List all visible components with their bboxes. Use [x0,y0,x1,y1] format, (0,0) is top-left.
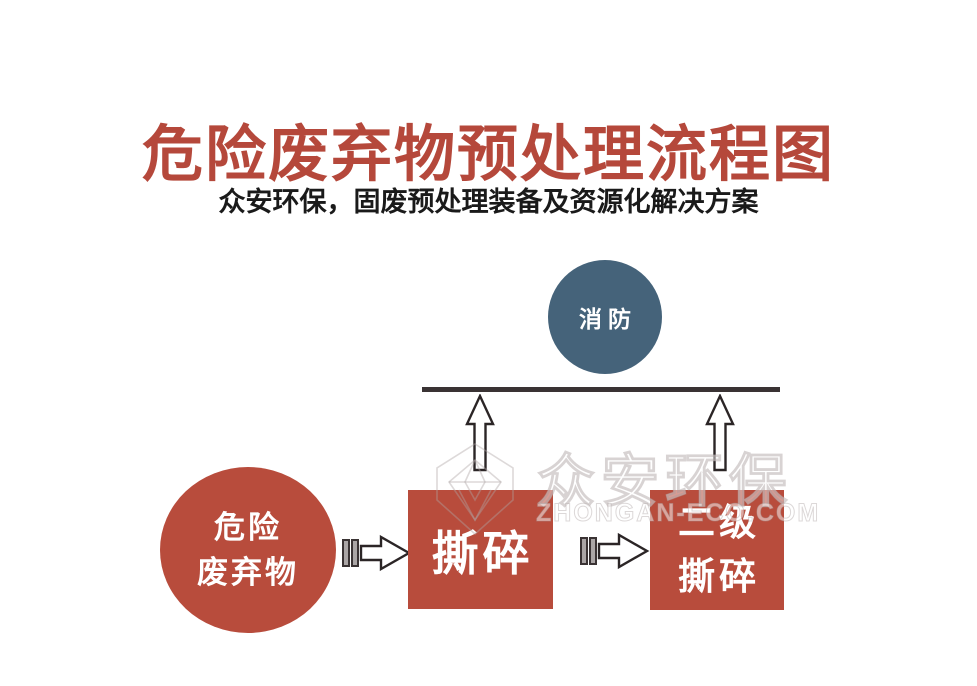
source-node-label-line2: 废弃物 [197,555,299,590]
stage2-node-label-line2: 撕碎 [678,556,760,597]
stage2-node: 二级 撕碎 [650,490,784,610]
stage1-node: 撕碎 [408,490,553,609]
up-arrow-icon [705,394,735,472]
page-title: 危险废弃物预处理流程图 [141,120,835,188]
fire-barrier-line [422,387,780,392]
stage1-node-label: 撕碎 [431,527,534,580]
flow-arrow-icon [342,534,412,572]
source-node: 危险 废弃物 [160,467,336,633]
fire-node-label: 消防 [579,306,637,332]
source-node-label-line1: 危险 [214,510,282,545]
up-arrow-icon [465,394,495,472]
fire-node: 消防 [548,260,662,374]
flow-arrow-icon [580,532,650,570]
page-subtitle: 众安环保，固废预处理装备及资源化解决方案 [218,187,759,217]
stage2-node-label-line1: 二级 [678,502,760,543]
